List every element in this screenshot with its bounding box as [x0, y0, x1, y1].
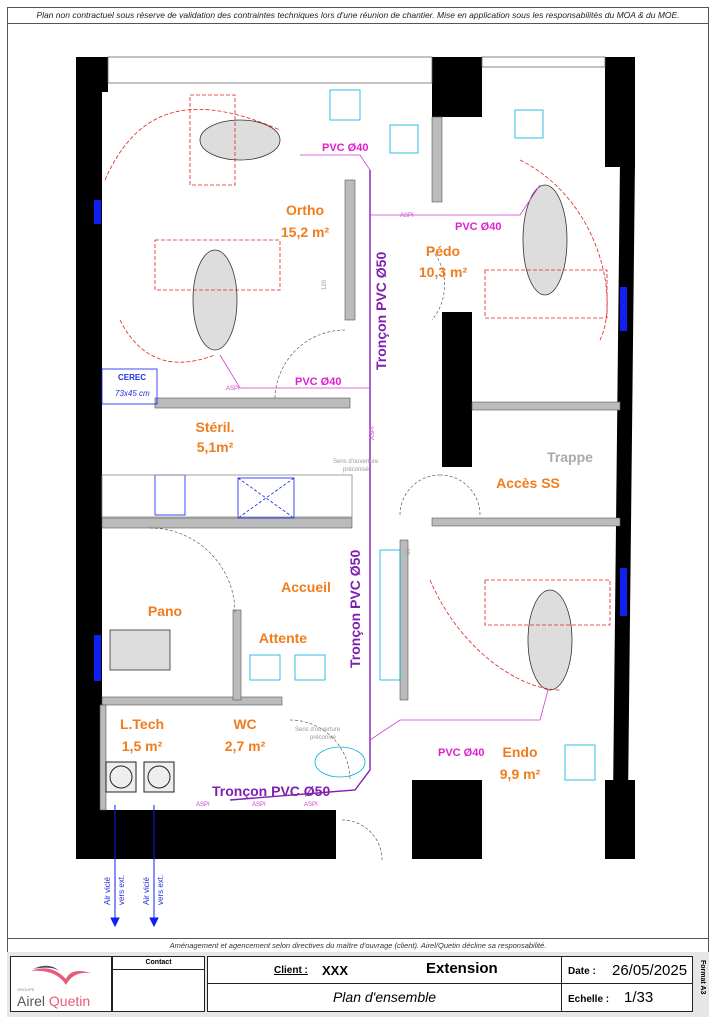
scale-label: Echelle :	[568, 994, 610, 1005]
dimension-60: 60	[406, 548, 412, 555]
logo-quetin: Quetin	[48, 993, 91, 1009]
furniture	[249, 89, 596, 781]
sterilisation-counter	[101, 368, 353, 519]
cerec-label: CEREC	[118, 373, 146, 382]
room-name-acces-ss: Accès SS	[496, 475, 560, 491]
logo-mark-icon	[31, 965, 91, 985]
pvc40-label: PVC Ø40	[322, 142, 368, 154]
door-note: préconisé	[310, 735, 337, 741]
scale-value: 1/33	[624, 989, 654, 1006]
aspi-label: ASPI	[226, 386, 240, 392]
air-exhaust-label: vers ext.	[117, 875, 126, 905]
room-area-wc: 2,7 m²	[225, 738, 266, 754]
aspi-label: ASPI	[370, 426, 376, 440]
dental-chairs	[109, 119, 573, 691]
aspi-label: ASPI	[304, 802, 318, 808]
room-name-wc: WC	[233, 716, 256, 732]
title-block: GROUPE Airel Quetin Contact Client : XXX…	[7, 952, 709, 1017]
trappe-label: Trappe	[547, 449, 593, 465]
pvc50-label: Tronçon PVC Ø50	[347, 550, 363, 668]
room-area-endo: 9,9 m²	[500, 766, 541, 782]
door-note: Sens d'ouverture	[295, 727, 341, 733]
room-name-ortho: Ortho	[286, 202, 324, 218]
date-value: 26/05/2025	[612, 962, 688, 979]
cabling-lines	[104, 94, 611, 691]
logo-airel: Airel	[17, 993, 46, 1009]
room-name-accueil: Accueil	[281, 579, 331, 595]
aspi-label: ASPI	[196, 802, 210, 808]
paper-format: Format A3	[699, 960, 706, 995]
air-exhaust-label: vers ext.	[156, 875, 165, 905]
pvc50-label: Tronçon PVC Ø50	[212, 783, 330, 799]
exterior-walls	[76, 57, 635, 859]
project-header: Client : XXX Extension	[207, 956, 562, 984]
date-label: Date :	[568, 966, 596, 977]
air-exhaust-arrows	[110, 805, 159, 928]
wall-outlets	[94, 200, 627, 681]
room-name-attente: Attente	[259, 630, 307, 646]
cerec-size: 73x45 cm	[115, 389, 150, 398]
aspi-label: ASPI	[400, 213, 414, 219]
pvc40-label: PVC Ø40	[295, 376, 341, 388]
room-area-pedo: 10,3 m²	[419, 264, 468, 280]
door-swings	[149, 249, 481, 861]
room-area-ortho: 15,2 m²	[281, 224, 330, 240]
interior-walls	[99, 116, 621, 811]
aspiration-lines	[219, 154, 549, 801]
door-note: Sens d'ouverture	[333, 459, 379, 465]
client-label: Client :	[274, 965, 308, 976]
room-area-ltech: 1,5 m²	[122, 738, 163, 754]
pvc40-label: PVC Ø40	[455, 221, 501, 233]
drawing-title: Plan d'ensemble	[207, 983, 562, 1012]
room-area-steril: 5,1m²	[197, 439, 234, 455]
pvc50-label: Tronçon PVC Ø50	[373, 252, 389, 370]
contact-label: Contact	[113, 957, 204, 970]
pvc40-label: PVC Ø40	[438, 747, 484, 759]
contact-box: Contact	[112, 956, 205, 1012]
room-name-steril: Stéril.	[196, 419, 235, 435]
windows	[107, 56, 606, 84]
room-name-pedo: Pédo	[426, 243, 460, 259]
air-exhaust-label: Air vicié	[142, 876, 151, 905]
room-name-endo: Endo	[503, 744, 538, 760]
scale-box: Echelle : 1/33	[561, 983, 693, 1012]
dimension-120: 120	[322, 279, 328, 290]
room-name-pano: Pano	[148, 603, 182, 619]
client-value: XXX	[322, 963, 349, 978]
logo-group: GROUPE	[17, 987, 35, 992]
fan-units	[105, 761, 175, 793]
door-note: préconisé	[343, 467, 370, 473]
company-logo: GROUPE Airel Quetin	[10, 956, 112, 1012]
project-name: Extension	[426, 960, 498, 977]
header-disclaimer: Plan non contractuel sous réserve de val…	[7, 7, 709, 24]
date-box: Date : 26/05/2025	[561, 956, 693, 984]
aspi-label: ASPI	[252, 802, 266, 808]
room-name-ltech: L.Tech	[120, 716, 164, 732]
air-exhaust-label: Air vicié	[103, 876, 112, 905]
